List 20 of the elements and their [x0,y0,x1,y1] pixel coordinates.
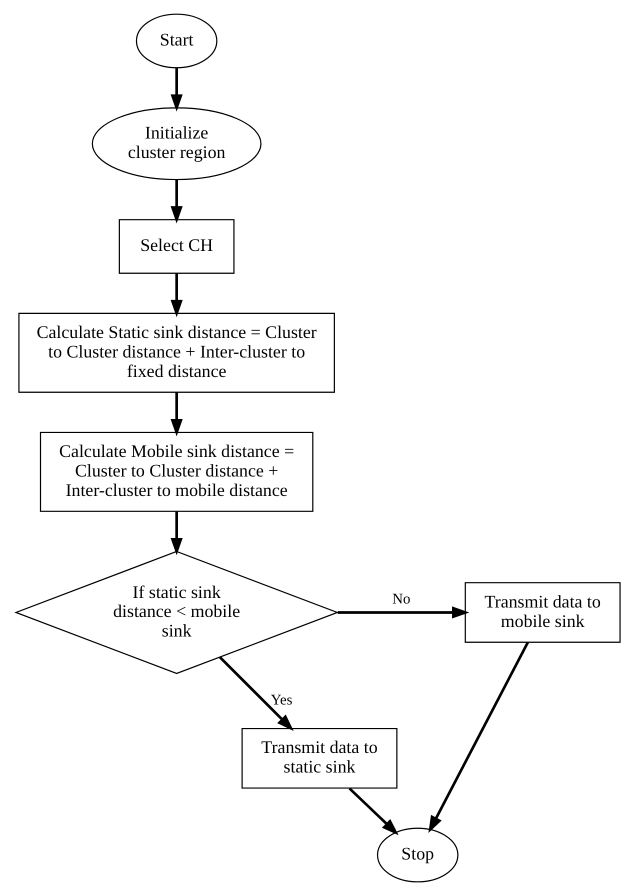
arrow [170,68,183,112]
node-ellipse: Start [136,14,218,68]
arrow [218,656,294,732]
arrow [348,787,399,836]
edge-label: Yes [270,692,292,709]
node-ellipse: Initialize cluster region [92,107,262,180]
arrow [170,392,183,436]
node-box: Transmit data to static sink [242,728,398,789]
arrow [170,180,183,224]
node-box: Calculate Mobile sink distance = Cluster to Cluster distance + Inter-cluster to mobile distance [40,432,314,512]
node-box: Select CH [118,219,235,274]
node-ellipse: Stop [376,828,458,882]
arrow [338,606,470,619]
node-box: Transmit data to mobile sink [464,582,621,643]
arrow [170,274,183,318]
arrow [170,512,183,556]
node-box: Calculate Static sink distance = Cluster to Cluster distance + Inter-cluster to fixed distance [18,312,335,393]
edge-label: No [392,592,410,608]
arrow [428,642,530,834]
node-diamond: If static sink distance < mobile sink [14,550,340,674]
